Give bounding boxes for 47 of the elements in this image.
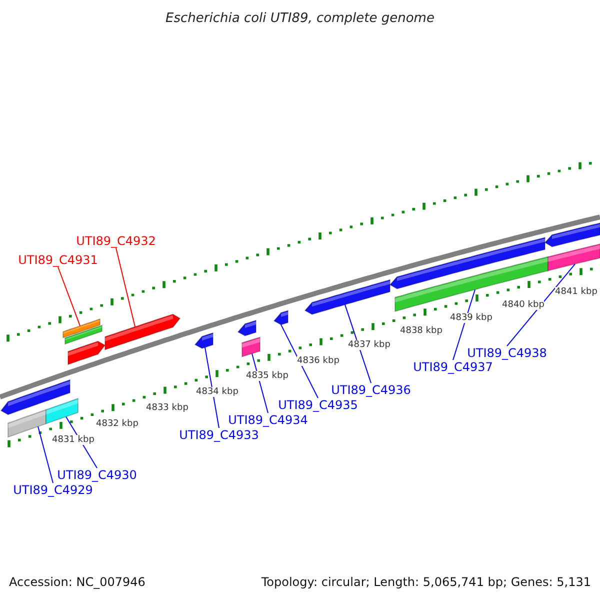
gene-feature bbox=[304, 279, 390, 315]
gene-label: UTI89_C4935 bbox=[278, 398, 358, 412]
gene-bar bbox=[64, 324, 102, 345]
scale-label: 4835 kbp bbox=[246, 371, 288, 381]
gene-label: UTI89_C4936 bbox=[331, 383, 411, 397]
scale-label: 4832 kbp bbox=[96, 419, 138, 429]
gene-label: UTI89_C4933 bbox=[179, 428, 259, 442]
scale-label: 4833 kbp bbox=[146, 403, 188, 413]
leader-line bbox=[344, 304, 372, 384]
scale-label: 4841 kbp bbox=[555, 287, 598, 297]
scale-label: 4840 kbp bbox=[502, 300, 544, 310]
leader-line bbox=[116, 248, 136, 328]
gene-feature bbox=[389, 236, 546, 290]
leader-line bbox=[280, 324, 318, 398]
gene-feature bbox=[273, 310, 288, 326]
gene-bar bbox=[394, 256, 548, 312]
gene-label: UTI89_C4932 bbox=[76, 234, 156, 248]
gene-label: UTI89_C4930 bbox=[57, 468, 137, 482]
gene-label: UTI89_C4938 bbox=[467, 346, 547, 360]
gene-bar bbox=[8, 409, 46, 438]
gene-feature bbox=[194, 332, 214, 349]
leader-line bbox=[506, 264, 576, 346]
gene-label: UTI89_C4931 bbox=[18, 253, 98, 267]
scale-label: 4834 kbp bbox=[196, 387, 238, 397]
leader-line bbox=[38, 426, 54, 484]
scale-label: 4831 kbp bbox=[52, 435, 94, 445]
gene-bar bbox=[548, 243, 600, 272]
scale-label: 4839 kbp bbox=[450, 313, 492, 323]
leader-line bbox=[58, 266, 80, 326]
gene-feature bbox=[237, 320, 256, 336]
gene-bar bbox=[62, 318, 100, 338]
gene-feature bbox=[0, 379, 70, 416]
gene-bar bbox=[46, 398, 78, 424]
genome-summary: Topology: circular; Length: 5,065,741 bp; Genes: 5,131 bbox=[261, 575, 591, 589]
gene-label: UTI89_C4934 bbox=[228, 413, 308, 427]
title: Escherichia coli UTI89, complete genome bbox=[166, 11, 434, 26]
accession-text: Accession: NC_007946 bbox=[9, 575, 146, 589]
scale-label: 4837 kbp bbox=[348, 340, 390, 350]
scale-label: 4838 kbp bbox=[400, 326, 442, 336]
gene-feature bbox=[104, 314, 181, 350]
gene-label: UTI89_C4937 bbox=[413, 360, 493, 374]
gene-feature bbox=[68, 340, 106, 366]
scale-label: 4836 kbp bbox=[297, 356, 340, 366]
gene-feature bbox=[544, 222, 600, 248]
gene-label: UTI89_C4929 bbox=[13, 483, 93, 497]
gene-bar bbox=[242, 336, 260, 358]
leader-line bbox=[204, 346, 220, 428]
